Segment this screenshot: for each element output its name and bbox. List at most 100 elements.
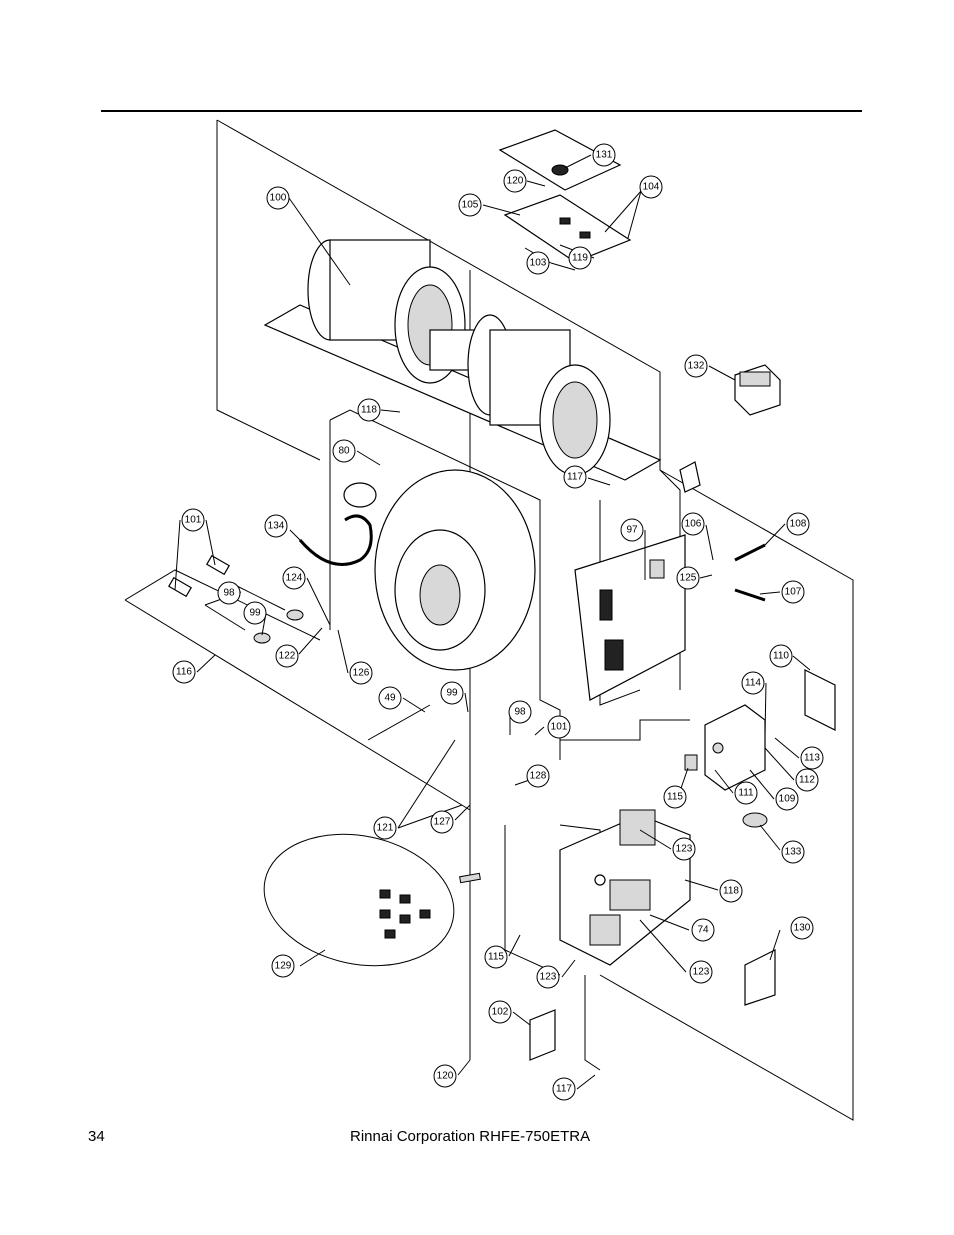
callout-125: 125: [676, 566, 700, 590]
callout-100: 100: [266, 186, 290, 210]
gas-valve-assembly: [559, 809, 691, 966]
svg-text:103: 103: [530, 258, 547, 269]
callout-113: 113: [800, 746, 824, 770]
callout-101-b: 101: [547, 715, 571, 739]
leader-lines: [174, 154, 811, 1090]
svg-text:134: 134: [268, 521, 285, 532]
callout-97: 97: [620, 518, 644, 542]
callout-128: 128: [526, 764, 550, 788]
svg-text:110: 110: [773, 651, 789, 662]
control-board: [498, 129, 632, 263]
callout-121: 121: [373, 816, 397, 840]
svg-text:115: 115: [488, 952, 504, 963]
callout-131: 131: [592, 143, 616, 167]
callout-123: 123: [672, 837, 696, 861]
svg-text:130: 130: [794, 923, 811, 934]
callout-117: 117: [563, 465, 587, 489]
callout-104: 104: [639, 175, 663, 199]
svg-text:128: 128: [530, 771, 547, 782]
svg-text:112: 112: [799, 775, 815, 786]
svg-text:119: 119: [572, 253, 588, 264]
control-box: [574, 534, 686, 701]
callout-123-b: 123: [689, 960, 713, 984]
svg-text:97: 97: [626, 525, 638, 536]
junction-box: [704, 669, 836, 791]
svg-text:125: 125: [680, 573, 697, 584]
callout-98: 98: [217, 581, 241, 605]
callout-98-b: 98: [508, 700, 532, 724]
svg-text:49: 49: [384, 693, 396, 704]
callout-106: 106: [681, 512, 705, 536]
callout-102: 102: [488, 1000, 512, 1024]
svg-text:80: 80: [338, 446, 350, 457]
page-number: 34: [88, 1128, 105, 1145]
svg-text:102: 102: [492, 1007, 509, 1018]
svg-text:98: 98: [223, 588, 235, 599]
callout-118: 118: [357, 398, 381, 422]
svg-text:124: 124: [286, 573, 303, 584]
callout-114: 114: [741, 671, 765, 695]
combustion-fan: [343, 469, 536, 671]
callout-115: 115: [663, 785, 687, 809]
callout-105: 105: [458, 193, 482, 217]
callout-116: 116: [172, 660, 196, 684]
svg-text:115: 115: [667, 792, 683, 803]
callout-129: 129: [271, 954, 295, 978]
svg-text:117: 117: [556, 1084, 572, 1095]
svg-text:133: 133: [785, 847, 802, 858]
callout-107: 107: [781, 580, 805, 604]
svg-text:105: 105: [462, 200, 479, 211]
svg-text:104: 104: [643, 182, 660, 193]
svg-text:123: 123: [676, 844, 693, 855]
svg-text:123: 123: [540, 972, 557, 983]
svg-text:101: 101: [185, 515, 202, 526]
callout-133: 133: [781, 840, 805, 864]
misc-components: [459, 461, 776, 1071]
transformer: [734, 364, 781, 416]
callout-126: 126: [349, 661, 373, 685]
callout-130: 130: [790, 916, 814, 940]
svg-text:117: 117: [567, 472, 583, 483]
header-rule: [101, 110, 862, 112]
blower-assembly: [263, 239, 662, 481]
svg-text:118: 118: [723, 886, 739, 897]
svg-text:100: 100: [270, 193, 287, 204]
callout-123-c: 123: [536, 965, 560, 989]
svg-text:118: 118: [361, 405, 377, 416]
svg-text:132: 132: [688, 361, 705, 372]
svg-text:126: 126: [353, 668, 370, 679]
svg-text:113: 113: [804, 753, 820, 764]
svg-text:111: 111: [738, 788, 754, 799]
svg-text:131: 131: [596, 150, 613, 161]
callout-120-b: 120: [433, 1064, 457, 1088]
callout-119: 119: [568, 246, 592, 270]
svg-text:108: 108: [790, 519, 807, 530]
callout-103: 103: [526, 251, 550, 275]
callout-115-b: 115: [484, 945, 508, 969]
svg-text:127: 127: [434, 817, 451, 828]
svg-text:101: 101: [551, 722, 568, 733]
callout-80: 80: [332, 439, 356, 463]
callout-132: 132: [684, 354, 708, 378]
callout-labels: 131 120 104 105 100 103 119 132 118 80 1…: [172, 143, 824, 1101]
callout-110: 110: [769, 644, 793, 668]
callout-99-b: 99: [440, 681, 464, 705]
svg-text:107: 107: [785, 587, 802, 598]
parts-kit: [263, 833, 455, 967]
svg-text:109: 109: [779, 794, 796, 805]
svg-text:99: 99: [446, 688, 458, 699]
svg-text:120: 120: [507, 176, 524, 187]
callout-122: 122: [275, 644, 299, 668]
callout-118-b: 118: [719, 879, 743, 903]
callout-112: 112: [795, 768, 819, 792]
svg-text:120: 120: [437, 1071, 454, 1082]
svg-text:98: 98: [514, 707, 526, 718]
callout-124: 124: [282, 566, 306, 590]
footer-title: Rinnai Corporation RHFE-750ETRA: [350, 1128, 591, 1145]
callout-120: 120: [503, 169, 527, 193]
callout-109: 109: [775, 787, 799, 811]
callout-101: 101: [181, 508, 205, 532]
callout-49: 49: [378, 686, 402, 710]
svg-text:129: 129: [275, 961, 292, 972]
